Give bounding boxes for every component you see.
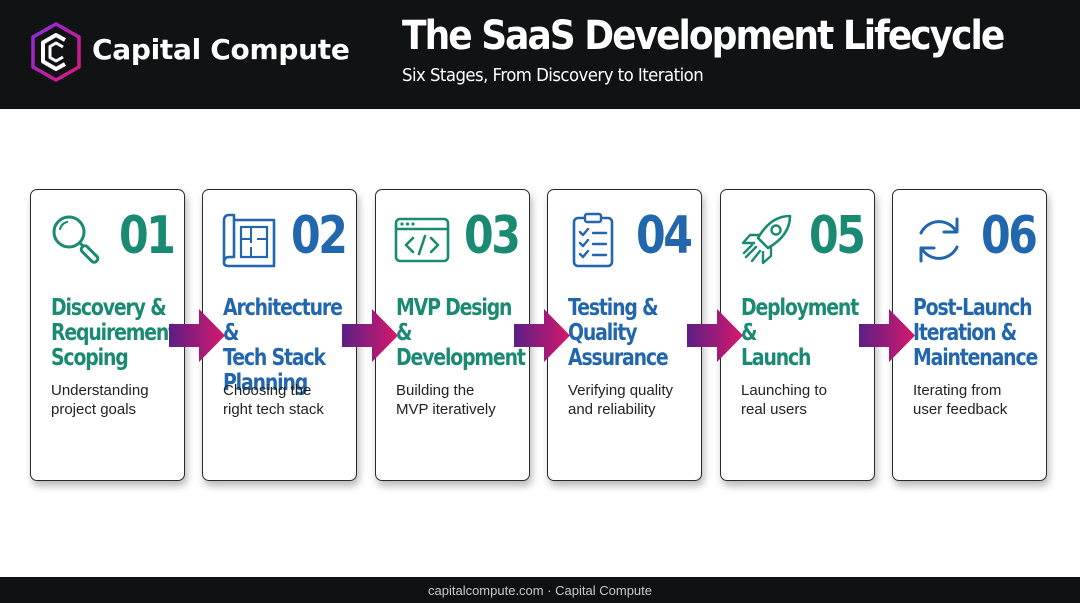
stage-number: 06	[981, 206, 1038, 266]
flow-arrow-icon	[687, 309, 743, 362]
stage-title: Deployment &Launch	[741, 295, 859, 371]
stage-number: 02	[291, 206, 348, 266]
stage-number: 03	[464, 206, 521, 266]
stage-number: 01	[119, 206, 176, 266]
flow-arrow-icon	[169, 309, 225, 362]
rocket-icon	[741, 214, 792, 265]
refresh-cycle-icon	[919, 217, 959, 263]
capital-compute-logo-icon	[31, 22, 81, 82]
blueprint-icon	[222, 213, 276, 268]
flow-arrow-icon	[859, 309, 915, 362]
page-subtitle: Six Stages, From Discovery to Iteration	[402, 65, 704, 86]
page-title: The SaaS Development Lifecycle	[402, 13, 1005, 59]
stage-title: MVP Design &Development	[396, 295, 526, 371]
brand-name: Capital Compute	[92, 33, 350, 66]
flow-arrow-icon	[342, 309, 398, 362]
stage-number: 05	[809, 206, 866, 266]
code-window-icon	[394, 217, 450, 263]
stage-number: 04	[636, 206, 693, 266]
footer-bar: capitalcompute.com · Capital Compute	[0, 577, 1080, 603]
magnifier-icon	[52, 215, 100, 264]
flow-arrow-icon	[514, 309, 570, 362]
clipboard-checklist-icon	[572, 212, 614, 268]
header-bar: Capital Compute The SaaS Development Lif…	[0, 0, 1080, 109]
footer-text: capitalcompute.com · Capital Compute	[428, 583, 652, 598]
